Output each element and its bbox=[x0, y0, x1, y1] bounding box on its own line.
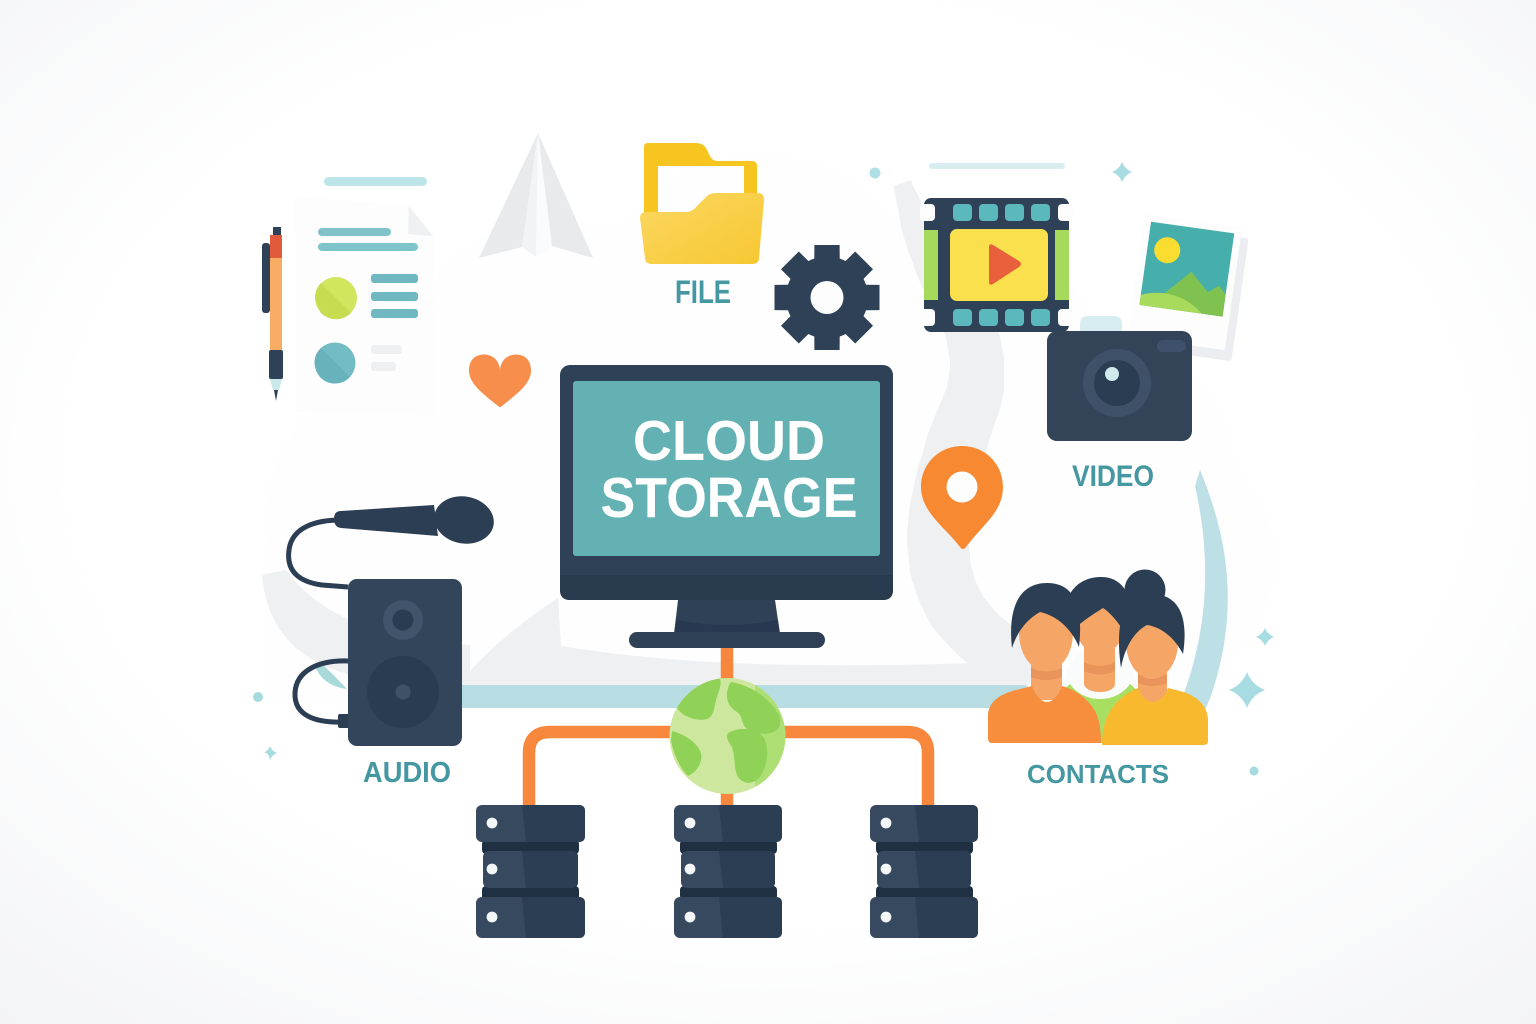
svg-text:CONTACTS: CONTACTS bbox=[1027, 759, 1169, 789]
svg-text:AUDIO: AUDIO bbox=[363, 757, 451, 789]
svg-text:FILE: FILE bbox=[675, 274, 731, 310]
svg-text:VIDEO: VIDEO bbox=[1072, 460, 1154, 493]
svg-text:CLOUD: CLOUD bbox=[633, 409, 825, 473]
svg-text:STORAGE: STORAGE bbox=[601, 466, 858, 530]
